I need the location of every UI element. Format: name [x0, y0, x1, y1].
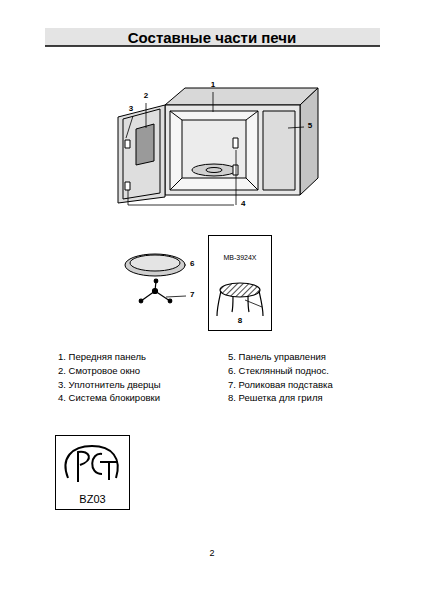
certification-mark [65, 446, 118, 482]
callout-number: 8 [209, 316, 271, 325]
model-box: MB-3924X 8 [208, 235, 272, 331]
roller-wheel [139, 299, 143, 303]
interlock-slot [233, 138, 238, 148]
oven-top [165, 88, 318, 105]
parts-list-item: 6. Стеклянный поднос. [228, 366, 329, 377]
leader-line [146, 103, 147, 128]
leader-lines [126, 92, 304, 307]
model-code: MB-3924X [209, 254, 271, 262]
leader-line [288, 127, 304, 128]
callout-number: 4 [241, 199, 245, 208]
turntable-in-oven [192, 164, 236, 176]
callout-number: 5 [308, 121, 312, 130]
roller-wheel [168, 299, 172, 303]
callout-number: 3 [129, 104, 133, 113]
cavity-edge [170, 178, 182, 190]
mark-stroke [100, 462, 118, 480]
cavity-edge [246, 111, 258, 120]
parts-list-item: 2. Смотровое окно [58, 366, 140, 377]
rack-grid [220, 283, 260, 297]
page-title: Составные части печи [128, 29, 297, 46]
callout-number: 7 [190, 290, 194, 299]
leader-line [166, 296, 186, 297]
door-window [136, 124, 154, 165]
glass-tray-rim [130, 255, 180, 271]
glass-tray [125, 254, 185, 276]
title-band [45, 28, 380, 46]
parts-list-item: 7. Роликовая подставка [228, 380, 333, 391]
parts-list-item: 4. Система блокировки [58, 393, 160, 404]
certification-box: BZ03 [55, 435, 130, 510]
glass-tray [125, 254, 185, 276]
callout-number: 1 [211, 80, 215, 89]
parts-list-item: 1. Передняя панель [58, 352, 146, 363]
bracket-line [128, 190, 234, 205]
page-number: 2 [209, 548, 214, 558]
callout-number: 6 [190, 259, 194, 268]
leader-line [213, 92, 214, 112]
microwave-drawing [118, 88, 318, 203]
control-panel [263, 111, 295, 190]
door-latch [125, 182, 130, 190]
door-latch [125, 140, 130, 148]
certification-code: BZ03 [56, 493, 129, 506]
callout-number: 2 [144, 91, 148, 100]
turntable-hub [206, 168, 222, 173]
roller-hub [153, 289, 158, 294]
cavity-edge [246, 178, 258, 190]
oven-front [165, 105, 300, 195]
mark-stroke [78, 452, 89, 482]
parts-list-item: 5. Панель управления [228, 352, 326, 363]
oven-side [300, 88, 318, 195]
parts-list-item: 3. Уплотнитель дверцы [58, 380, 161, 391]
interlock-slot [233, 165, 238, 175]
cavity-edge [170, 111, 182, 120]
leader-line [126, 116, 133, 138]
door [118, 105, 165, 203]
grill-rack [217, 283, 263, 316]
parts-list-item: 8. Решетка для гриля [228, 393, 323, 404]
roller-wheel [154, 279, 158, 283]
cavity-opening [170, 111, 258, 190]
mark-stroke [92, 454, 102, 474]
roller-stand [139, 279, 172, 303]
door-seal [123, 109, 160, 199]
bracket-line [236, 150, 237, 205]
